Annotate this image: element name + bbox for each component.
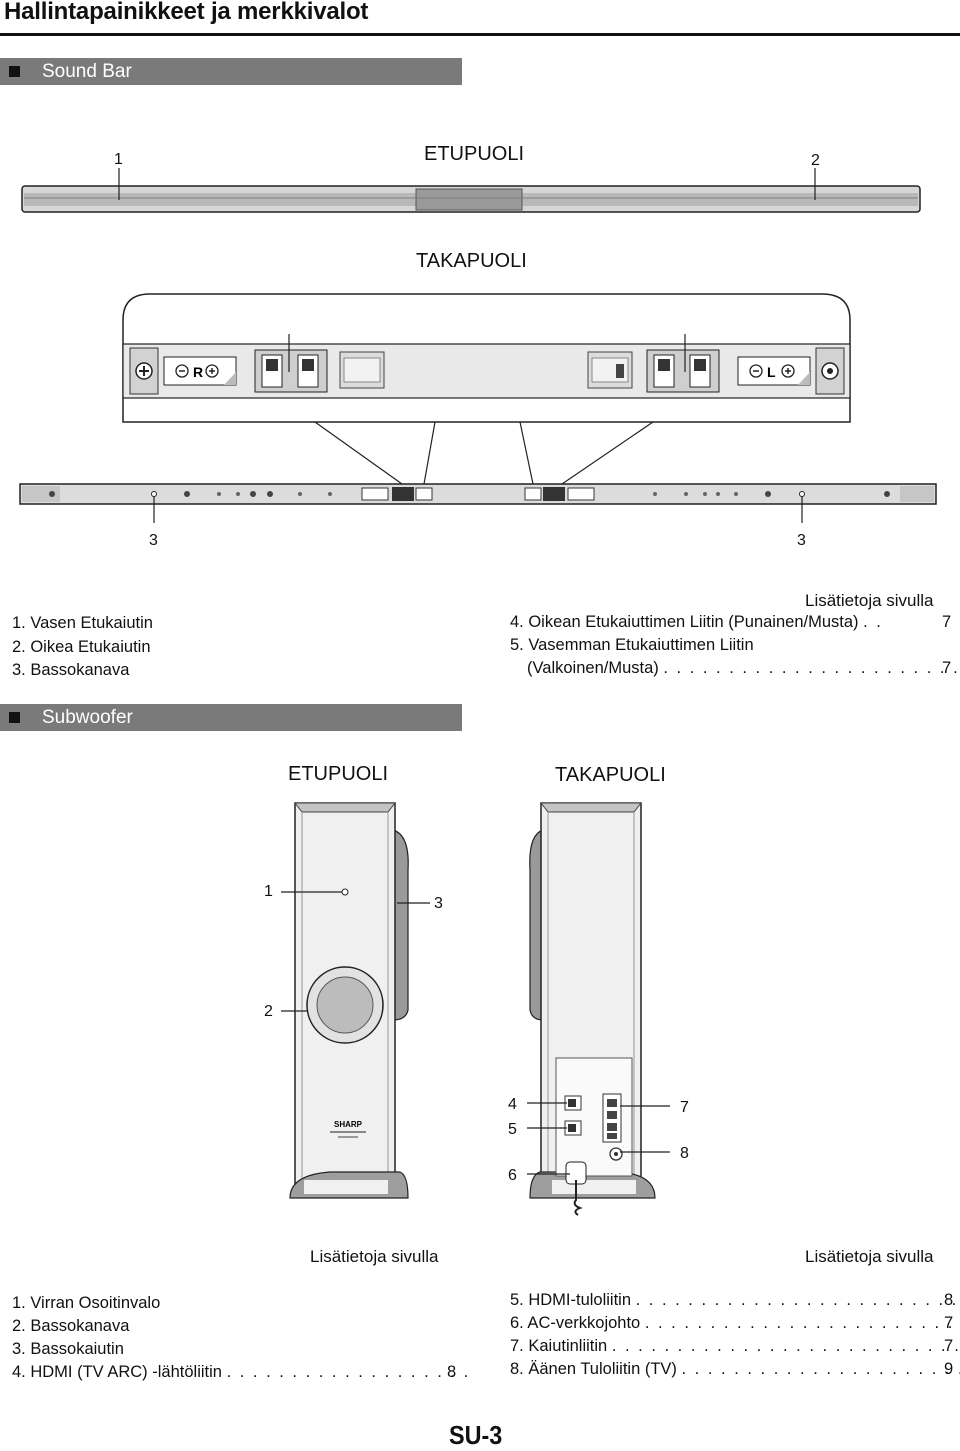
subwoofer-rear-view xyxy=(527,802,670,1216)
bullet-square-icon xyxy=(9,712,20,723)
page-title: Hallintapainikkeet ja merkkivalot xyxy=(4,0,369,25)
bullet-square-icon xyxy=(9,66,20,77)
subwoofer-front-view: SHARP xyxy=(281,802,430,1199)
subwoofer-item-1: 1. Virran Osoitinvalo xyxy=(12,1294,161,1312)
callout-3-right: 3 xyxy=(797,532,806,549)
subwoofer-ref-header-right: Lisätietoja sivulla xyxy=(805,1247,934,1266)
callout-5: 5 xyxy=(508,1121,517,1138)
soundbar-ref-item-5-cont: (Valkoinen/Musta) . . . . . . . . . . . … xyxy=(527,659,960,677)
callout-4: 4 xyxy=(508,1096,517,1113)
subwoofer-item-2: 2. Bassokanava xyxy=(12,1317,130,1335)
callout-1: 1 xyxy=(264,883,273,900)
callout-3-left: 3 xyxy=(149,532,158,549)
soundbar-ref-item-4: 4. Oikean Etukaiuttimen Liitin (Punainen… xyxy=(510,613,952,631)
soundbar-back-label: TAKAPUOLI xyxy=(416,250,527,272)
subwoofer-item-7: 7. Kaiutinliitin . . . . . . . . . . . .… xyxy=(510,1337,960,1355)
terminal-left-label: L xyxy=(767,364,776,380)
list-item: 3. Bassokanava xyxy=(12,661,130,679)
callout-2: 2 xyxy=(811,152,820,169)
soundbar-ref-item-5: 5. Vasemman Etukaiuttimen Liitin xyxy=(510,636,754,654)
section-header-soundbar: Sound Bar xyxy=(0,58,462,85)
section-header-subwoofer: Subwoofer xyxy=(0,704,462,731)
callout-7: 7 xyxy=(680,1099,689,1116)
soundbar-rear-zoom: R L xyxy=(122,293,851,485)
terminal-right-label: R xyxy=(193,364,203,380)
subwoofer-ref-header-left: Lisätietoja sivulla xyxy=(310,1247,439,1266)
callout-1: 1 xyxy=(114,151,123,168)
page-number: SU-3 xyxy=(449,1420,503,1450)
subwoofer-front-label: ETUPUOLI xyxy=(288,763,389,785)
title-rule xyxy=(0,33,960,36)
callout-3: 3 xyxy=(434,895,443,912)
soundbar-front-label: ETUPUOLI xyxy=(424,143,525,165)
subwoofer-item-5: 5. HDMI-tuloliitin . . . . . . . . . . .… xyxy=(510,1291,960,1309)
brand-logo: SHARP xyxy=(334,1120,363,1129)
callout-6: 6 xyxy=(508,1167,517,1184)
soundbar-front-view xyxy=(21,168,921,213)
section-title-soundbar: Sound Bar xyxy=(42,61,132,82)
callout-2: 2 xyxy=(264,1003,273,1020)
subwoofer-item-3: 3. Bassokaiutin xyxy=(12,1340,124,1358)
subwoofer-item-8: 8. Äänen Tuloliitin (TV) . . . . . . . .… xyxy=(510,1360,960,1378)
section-title-subwoofer: Subwoofer xyxy=(42,707,133,728)
subwoofer-item-6: 6. AC-verkkojohto . . . . . . . . . . . … xyxy=(510,1314,960,1332)
subwoofer-item-4: 4. HDMI (TV ARC) -lähtöliitin . . . . . … xyxy=(12,1363,471,1381)
soundbar-ref-header: Lisätietoja sivulla xyxy=(805,591,934,610)
soundbar-parts-list: 1. Vasen Etukaiutin 2. Oikea Etukaiutin … xyxy=(12,612,153,683)
list-item: 1. Vasen Etukaiutin xyxy=(12,614,153,632)
soundbar-rear-view xyxy=(19,483,937,523)
callout-8: 8 xyxy=(680,1145,689,1162)
list-item: 2. Oikea Etukaiutin xyxy=(12,637,151,656)
subwoofer-back-label: TAKAPUOLI xyxy=(555,764,666,786)
